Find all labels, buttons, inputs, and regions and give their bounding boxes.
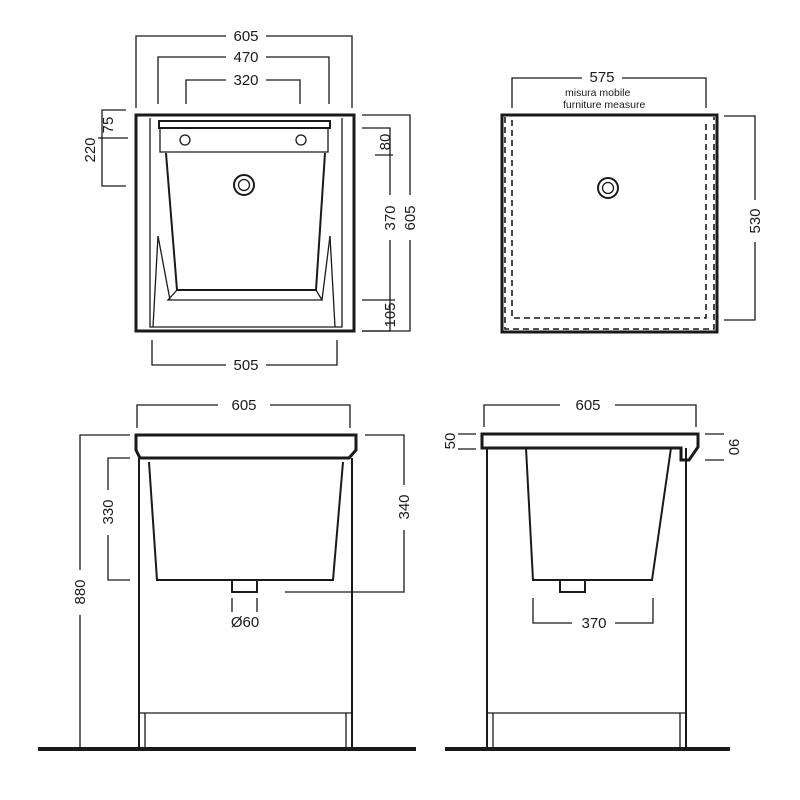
dim-220: 220 (82, 137, 99, 162)
dim-880: 880 (72, 579, 89, 604)
back-shelf (158, 120, 331, 129)
dim-530: 530 (747, 208, 764, 233)
basin-outline (134, 113, 356, 333)
side-basin-top (480, 432, 700, 462)
dim-320: 320 (233, 72, 258, 89)
cabinet-outline (500, 113, 719, 334)
dim-90: 90 (725, 439, 742, 456)
cabinet-dashed-inner (511, 120, 707, 319)
side-cabinet (486, 448, 687, 748)
overflow-hole-right (295, 134, 307, 146)
label-misura-mobile: misura mobile (565, 87, 631, 99)
dim-50: 50 (442, 433, 459, 450)
dim-105: 105 (382, 302, 399, 327)
front-bowl (148, 461, 344, 581)
side-view: 605 50 90 370 (442, 397, 742, 751)
dim-75: 75 (100, 117, 117, 134)
dim-370-side: 370 (581, 615, 606, 632)
cabinet-dashed-outer (504, 117, 715, 330)
dim-330: 330 (100, 499, 117, 524)
drain (233, 174, 255, 196)
dim-505: 505 (233, 357, 258, 374)
cabinet-view: 575 misura mobile furniture measure 530 (500, 69, 764, 334)
bowl-outline (165, 152, 326, 291)
dim-80: 80 (377, 134, 394, 151)
dim-605-side-view: 605 (575, 397, 600, 414)
front-cabinet (138, 458, 353, 748)
dim-605-side: 605 (402, 205, 419, 230)
label-furniture-measure: furniture measure (563, 99, 645, 111)
dim-340: 340 (396, 494, 413, 519)
side-drain-pipe (559, 581, 586, 593)
top-view: 605 470 320 505 220 75 80 370 105 605 (82, 28, 419, 374)
dim-605-front: 605 (231, 397, 256, 414)
cabinet-drain (597, 177, 619, 199)
dim-370: 370 (382, 205, 399, 230)
dim-drain: Ø60 (231, 614, 259, 631)
front-drain-pipe (231, 581, 258, 593)
overflow-hole-left (179, 134, 191, 146)
dim-575: 575 (589, 69, 614, 86)
dim-605-top: 605 (233, 28, 258, 45)
side-bowl (525, 447, 672, 581)
dim-470: 470 (233, 49, 258, 66)
front-view: Ø60 605 880 330 340 (38, 397, 416, 751)
front-basin-top (134, 433, 358, 460)
